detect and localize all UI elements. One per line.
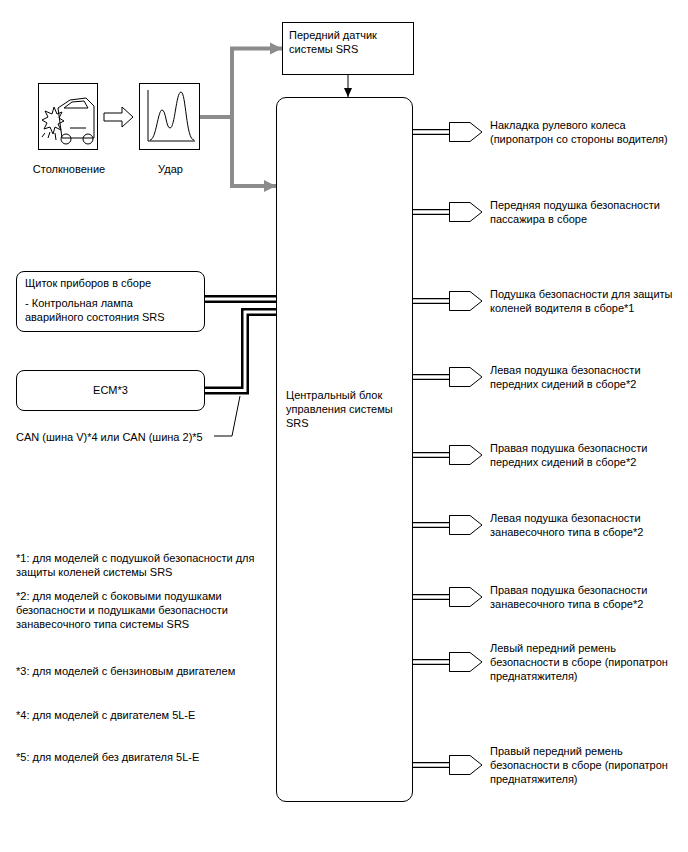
signal-arrow — [200, 49, 282, 118]
squib-wire — [413, 522, 449, 528]
collision-illustration — [42, 98, 94, 144]
squib-connector: Правая подушка безопасности занавесочног… — [449, 583, 681, 611]
squib-connector: Подушка безопасности для защиты коленей … — [449, 287, 681, 315]
instrument-cluster-box: Щиток приборов в сборе- Контрольная ламп… — [16, 271, 205, 332]
squib-symbol — [449, 753, 483, 777]
node-text: Щиток приборов в сборе — [17, 272, 204, 290]
impact-picture-box: Удар — [139, 83, 200, 150]
squib-symbol — [449, 120, 483, 144]
wire-core — [413, 453, 449, 456]
can-bus-line — [205, 312, 276, 391]
squib-wire — [413, 374, 449, 380]
signal-arrow — [348, 75, 349, 97]
bus-label: CAN (шина V)*4 или CAN (шина 2)*5 — [16, 430, 226, 444]
footnote: *2: для моделей с боковыми подушками без… — [16, 589, 261, 631]
component-label: Левая подушка безопасности передних сиде… — [490, 363, 675, 391]
node-text: Столкновение — [9, 162, 129, 176]
squib-wire — [413, 298, 449, 304]
squib-connector: Накладка рулевого колеса (пиропатрон со … — [449, 118, 681, 146]
hollow-arrow — [104, 107, 133, 127]
component-label: Подушка безопасности для защиты коленей … — [490, 287, 675, 315]
squib-symbol — [449, 513, 483, 537]
component-label: Правый передний ремень безопасности в сб… — [490, 744, 675, 786]
squib-wire — [413, 762, 449, 768]
footnote: *1: для моделей с подушкой безопасности … — [16, 551, 261, 579]
wire-core — [413, 595, 449, 598]
ecm-box: ECM*3 — [16, 370, 205, 411]
wire-core — [205, 298, 276, 301]
wire-core — [413, 375, 449, 378]
wire-core — [413, 523, 449, 526]
squib-wire — [413, 452, 449, 458]
squib-wire — [413, 209, 449, 215]
squib-wire — [413, 129, 449, 135]
squib-connector: Левая подушка безопасности занавесочного… — [449, 511, 681, 539]
footnote: *5: для моделей без двигателя 5L-E — [16, 750, 261, 764]
leader-line — [214, 396, 240, 436]
node-text: ECM*3 — [17, 371, 204, 397]
squib-symbol — [449, 443, 483, 467]
squib-symbol — [449, 200, 483, 224]
squib-symbol — [449, 365, 483, 389]
node-text: Удар — [110, 162, 231, 176]
squib-wire — [413, 659, 449, 665]
squib-connector: Левый передний ремень безопасности в сбо… — [449, 641, 681, 683]
component-label: Накладка рулевого колеса (пиропатрон со … — [490, 118, 675, 146]
component-label: Передняя подушка безопасности пассажира … — [490, 198, 675, 226]
can-bus-line — [205, 295, 276, 303]
node-text: Центральный блок управления системы SRS — [286, 388, 404, 430]
squib-connector: Левая подушка безопасности передних сиде… — [449, 363, 681, 391]
squib-connector: Правый передний ремень безопасности в сб… — [449, 744, 681, 786]
squib-symbol — [449, 585, 483, 609]
squib-symbol — [449, 289, 483, 313]
wire-core — [413, 299, 449, 302]
impact-graph — [148, 90, 195, 141]
wire-core — [413, 210, 449, 213]
wire-core — [205, 312, 276, 391]
component-label: Левый передний ремень безопасности в сбо… — [490, 641, 675, 683]
component-label: Правая подушка безопасности занавесочног… — [490, 583, 675, 611]
collision-picture-box: Столкновение — [38, 83, 98, 150]
component-label: Правая подушка безопасности передних сид… — [490, 441, 675, 469]
component-label: Левая подушка безопасности занавесочного… — [490, 511, 675, 539]
squib-connector: Передняя подушка безопасности пассажира … — [449, 198, 681, 226]
wire-core — [413, 660, 449, 663]
footnote: *3: для моделей с бензиновым двигателем — [16, 664, 261, 678]
control-unit-box: Центральный блок управления системы SRS — [276, 97, 413, 802]
sensor-box: Передний датчик системы SRS — [282, 22, 414, 75]
node-text: Передний датчик системы SRS — [283, 23, 413, 56]
wire-core — [413, 130, 449, 133]
signal-arrow — [200, 117, 276, 186]
footnote: *4: для моделей с двигателем 5L-E — [16, 708, 261, 722]
squib-symbol — [449, 650, 483, 674]
squib-connector: Правая подушка безопасности передних сид… — [449, 441, 681, 469]
squib-wire — [413, 594, 449, 600]
wire-core — [413, 763, 449, 766]
node-text: - Контрольная лампа аварийного состояния… — [17, 290, 183, 328]
